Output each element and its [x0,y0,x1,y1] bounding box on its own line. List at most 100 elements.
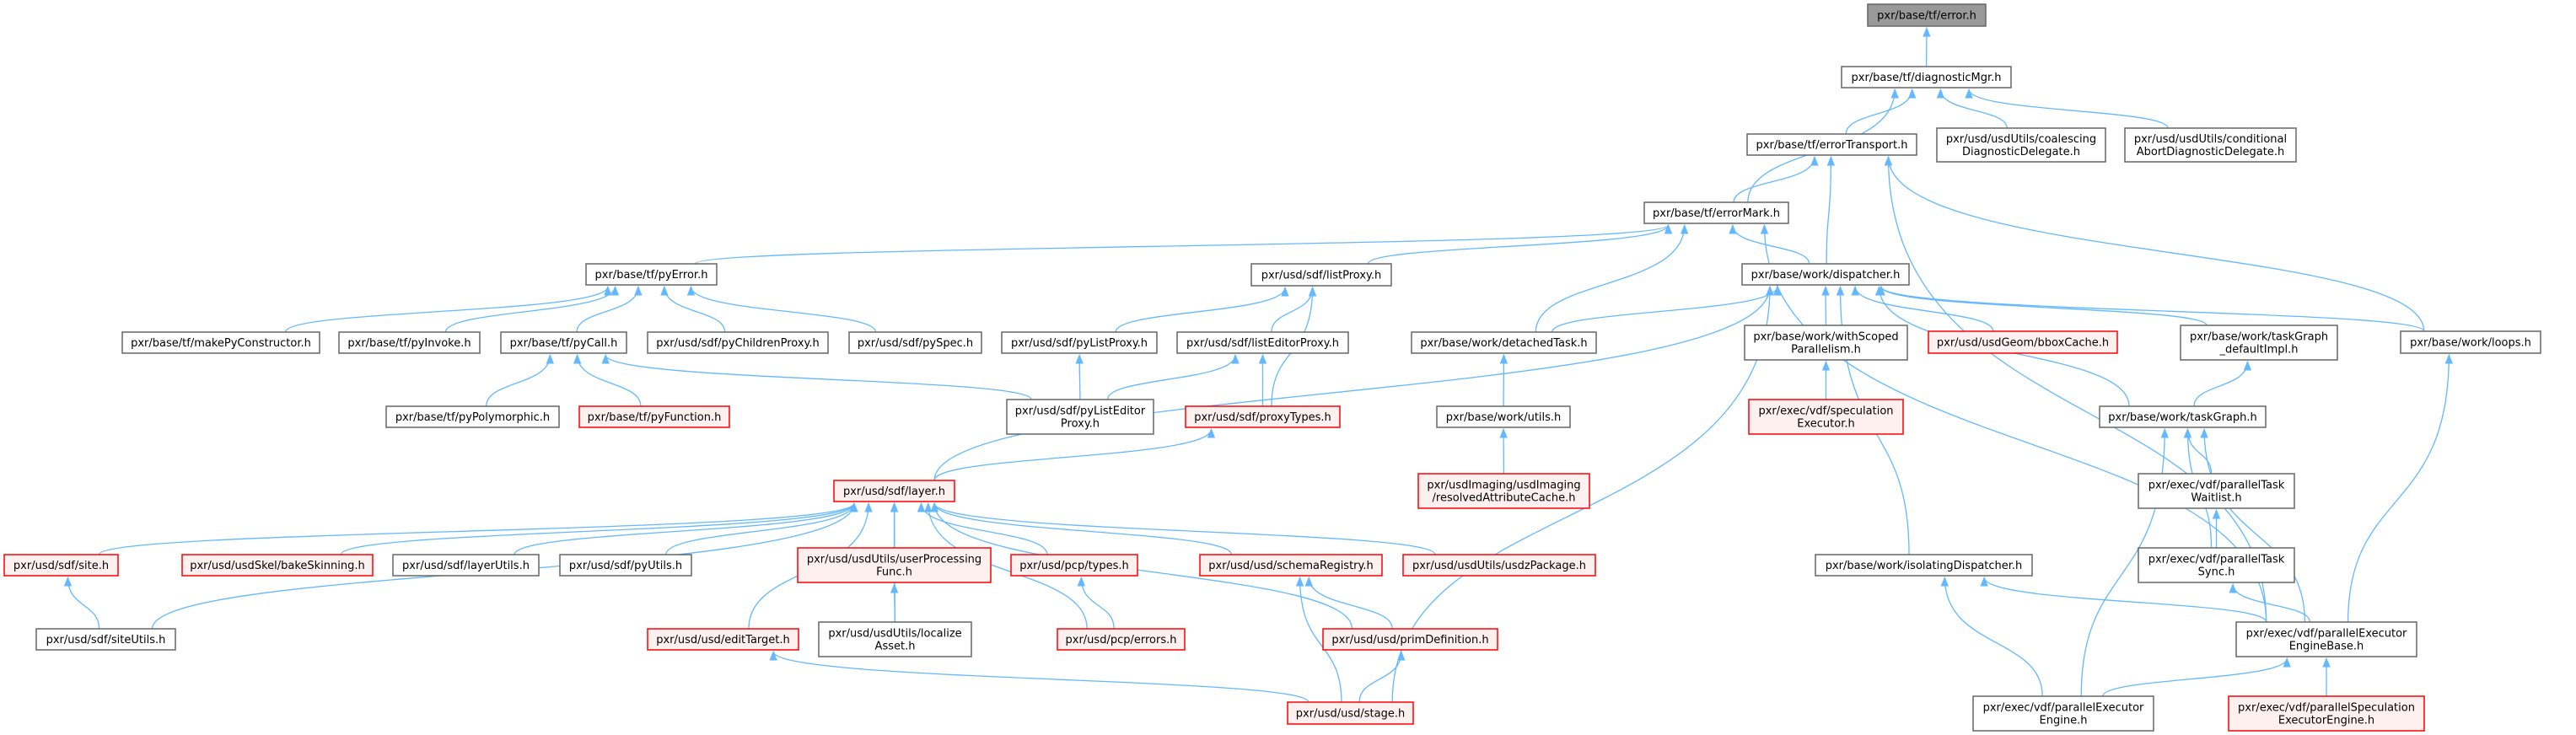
edge-pyInvoke-to-pyError [444,285,620,333]
node-box [1010,554,1138,577]
node-label: pxr/base/work/dispatcher.h [1751,269,1901,282]
node-bboxCache[interactable]: pxr/usd/usdGeom/bboxCache.h [1928,330,2118,354]
node-schemaRegistry[interactable]: pxr/usd/usd/schemaRegistry.h [1199,554,1383,577]
node-makePyConstructor[interactable]: pxr/base/tf/makePyConstructor.h [121,331,320,354]
node-box [2180,325,2338,361]
node-box [1250,263,1392,287]
node-box [392,554,540,577]
node-pyListProxy[interactable]: pxr/usd/sdf/pyListProxy.h [1001,331,1158,354]
node-layerUtils[interactable]: pxr/usd/sdf/layerUtils.h [392,554,540,577]
node-pyInvoke[interactable]: pxr/base/tf/pyInvoke.h [338,331,481,354]
edge-engine-to-engineBase [2102,657,2291,697]
node-site[interactable]: pxr/usd/sdf/site.h [3,554,119,577]
node-siteUtils[interactable]: pxr/usd/sdf/siteUtils.h [35,628,176,651]
node-errorTransport[interactable]: pxr/base/tf/errorTransport.h [1746,133,1917,156]
node-label: pxr/usd/sdf/siteUtils.h [46,634,166,646]
node-resolvedAttributeCache[interactable]: pxr/usdImaging/usdImaging/resolvedAttrib… [1417,473,1590,509]
edge-pyListProxy-to-listProxy [1115,286,1289,333]
node-pcpTypes[interactable]: pxr/usd/pcp/types.h [1010,554,1138,577]
edge-pyListEditorProxy-to-pyCall [601,353,1032,400]
node-pyPolymorphic[interactable]: pxr/base/tf/pyPolymorphic.h [385,405,560,428]
node-pySpec[interactable]: pxr/usd/sdf/pySpec.h [848,331,982,354]
node-detachedTask[interactable]: pxr/base/work/detachedTask.h [1411,331,1597,354]
node-pcpErrors[interactable]: pxr/usd/pcp/errors.h [1057,628,1186,651]
node-error: pxr/base/tf/error.h [1867,3,1987,27]
node-label: pxr/base/tf/pyCall.h [510,337,618,350]
node-pyError[interactable]: pxr/base/tf/pyError.h [585,263,718,286]
edge-pyListEditorProxy-to-pyListProxy [1075,353,1084,400]
node-bakeSkinning[interactable]: pxr/usd/usdSkel/bakeSkinning.h [181,554,374,577]
node-box [1057,628,1186,651]
node-label: pxr/usd/sdf/pyUtils.h [569,560,682,572]
node-box [1436,405,1571,428]
edge-stage-to-schemaRegistry [1295,576,1342,703]
edge-conditional-to-diagnosticMgr [1965,88,2169,129]
node-label: pxr/usd/sdf/site.h [13,560,109,572]
edge-schemaRegistry-to-layer [930,502,1233,555]
node-listEditorProxy[interactable]: pxr/usd/sdf/listEditorProxy.h [1176,331,1349,354]
edge-engineBase-to-taskGraph [2200,427,2306,623]
node-box [1746,133,1917,156]
node-box [818,621,972,657]
edge-pyListEditorProxy-to-listEditorProxy [1106,353,1240,400]
node-box [585,263,718,286]
node-label: pxr/base/tf/error.h [1877,10,1976,23]
node-box [1744,325,1908,361]
node-errorMark[interactable]: pxr/base/tf/errorMark.h [1643,201,1789,224]
node-pyCall[interactable]: pxr/base/tf/pyCall.h [500,331,627,354]
node-pyFunction[interactable]: pxr/base/tf/pyFunction.h [578,405,730,428]
node-box [1176,331,1349,354]
node-label: pxr/base/tf/pyError.h [595,269,708,282]
edge-engine-to-isolatingDispatcher [1940,576,2043,697]
node-box [35,628,176,651]
edge-engineBase-to-taskSync [2229,582,2311,623]
node-pyChildrenProxy[interactable]: pxr/usd/sdf/pyChildrenProxy.h [647,331,829,354]
edge-dispatcher-to-errorTransport [1826,155,1836,265]
node-box [2235,621,2417,657]
edge-errorTransport-to-diagnosticMgr [1845,88,1917,135]
node-proxyTypes[interactable]: pxr/usd/sdf/proxyTypes.h [1185,405,1341,428]
node-layer[interactable]: pxr/usd/sdf/layer.h [833,480,955,502]
node-isolatingDispatcher[interactable]: pxr/base/work/isolatingDispatcher.h [1815,554,2033,577]
node-layer: pxr/base/tf/error.h pxr/base/tf/diagnosti… [3,3,2541,732]
node-listProxy[interactable]: pxr/usd/sdf/listProxy.h [1250,263,1392,287]
node-editTarget[interactable]: pxr/usd/usd/editTarget.h [647,628,799,651]
node-taskGraphDefault[interactable]: pxr/base/work/taskGraph_defaultImpl.h [2180,325,2338,361]
node-pyUtils[interactable]: pxr/usd/sdf/pyUtils.h [559,554,692,577]
node-taskGraph[interactable]: pxr/base/work/taskGraph.h [2099,405,2267,428]
node-box [1815,554,2033,577]
edge-stage-to-dispatcher [1391,285,1774,703]
node-dispatcher[interactable]: pxr/base/work/dispatcher.h [1741,263,1910,286]
node-label: pxr/usd/sdf/layer.h [843,486,945,498]
node-label: pxr/usd/sdf/proxyTypes.h [1194,411,1331,424]
edge-listProxy-to-errorMark [1367,223,1673,265]
node-primDefinition[interactable]: pxr/usd/usd/primDefinition.h [1322,628,1498,651]
edge-coalescing-to-diagnosticMgr [1936,88,2008,129]
node-workUtils[interactable]: pxr/base/work/utils.h [1436,405,1571,428]
node-loops[interactable]: pxr/base/work/loops.h [2400,330,2541,354]
node-usdzPackage[interactable]: pxr/usd/usdUtils/usdzPackage.h [1402,554,1596,577]
node-diagnosticMgr[interactable]: pxr/base/tf/diagnosticMgr.h [1841,66,2012,89]
node-stage[interactable]: pxr/usd/usd/stage.h [1287,701,1414,725]
node-label: pxr/base/work/isolatingDispatcher.h [1826,560,2023,572]
node-label: pxr/usd/usdUtils/usdzPackage.h [1412,560,1586,572]
